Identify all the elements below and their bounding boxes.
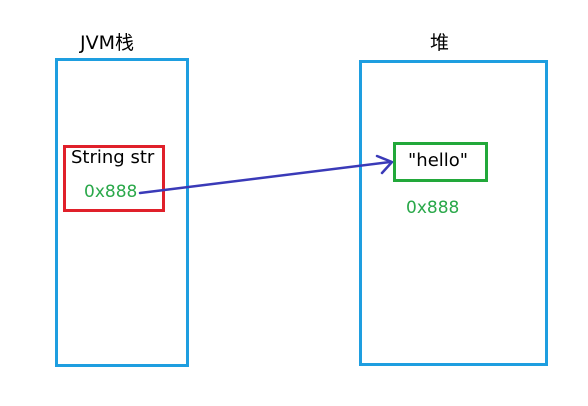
object-value: "hello" bbox=[408, 150, 469, 171]
jvm-stack-region bbox=[55, 58, 189, 367]
stack-title: JVM栈 bbox=[80, 32, 134, 54]
variable-address: 0x888 bbox=[84, 182, 138, 202]
variable-name: String str bbox=[71, 147, 155, 168]
heap-title: 堆 bbox=[430, 32, 450, 54]
heap-object-box bbox=[393, 142, 488, 182]
heap-region bbox=[359, 60, 548, 366]
object-address: 0x888 bbox=[406, 198, 460, 218]
